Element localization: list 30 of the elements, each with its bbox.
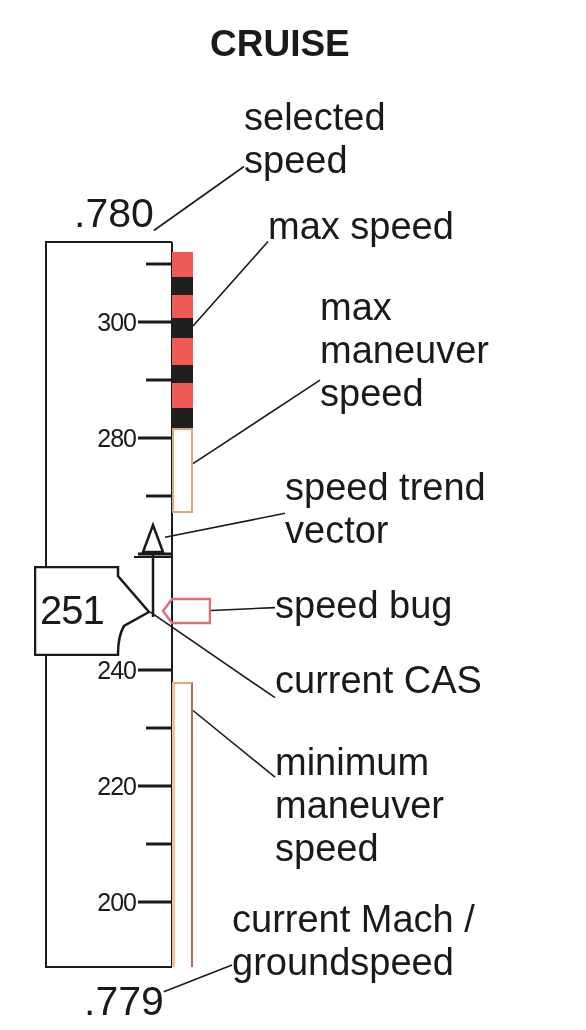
groundspeed-readout: .779 [84,978,164,1024]
maneuver-speed-bar [172,428,193,513]
speed-bug-marker [160,597,211,625]
leader-line [192,709,276,778]
callout-label: current CAS [275,659,482,702]
leader-line [149,611,276,699]
scale-number: 300 [97,307,136,337]
callout-label: current Mach / groundspeed [232,898,532,984]
callout-label: max maneuver speed [320,286,500,415]
leader-line [153,165,245,232]
minimum-speed-bar [172,682,193,967]
callout-label: speed bug [275,584,453,627]
callout-label: speed trend vector [285,466,525,552]
callout-label: max speed [268,205,454,248]
leader-line [192,240,269,327]
scale-number: 200 [97,887,136,917]
callout-label: selected speed [244,96,434,182]
scale-number: 220 [97,771,136,801]
overspeed-barber-pole [172,252,193,428]
title: CRUISE [210,22,350,66]
leader-line [164,512,286,538]
leader-line [163,964,233,993]
speed-readout-value: 251 [40,588,104,632]
leader-line [192,379,321,465]
mach-readout: .780 [74,190,154,236]
trend-vector-arrow [141,522,165,617]
callout-label: minimum maneuver speed [275,741,475,870]
leader-line [210,606,276,612]
scale-number: 280 [97,423,136,453]
scale-number: 240 [97,655,136,685]
